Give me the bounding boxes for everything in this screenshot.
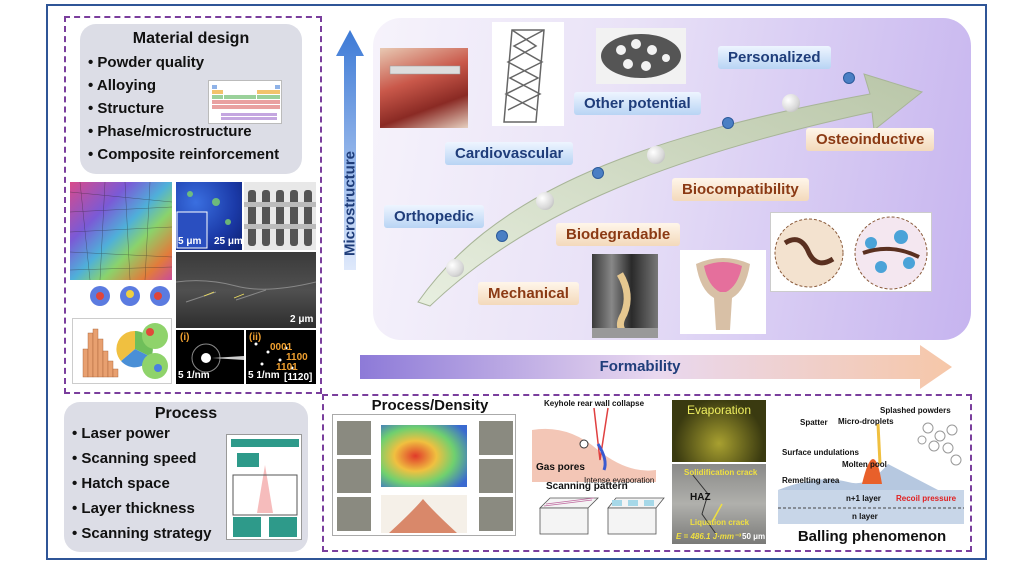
process-density-title: Process/Density [371,397,489,414]
microstructure-axis-arrow [336,30,364,270]
histology-image [770,212,932,292]
formability-axis-arrow [360,345,952,389]
sem-image [176,252,316,328]
material-region [64,16,322,394]
scanning-pattern-label: Scanning pattern [546,481,628,492]
balling-diagram [778,404,964,524]
scale-bar-label: 5 1/nm [178,370,210,381]
evaporation-image [672,400,766,462]
scanning-pattern-diagram [536,494,666,538]
process-item: Scanning strategy [72,525,211,542]
evaporation-title: Evaporation [686,403,752,417]
milestone-dot [496,230,508,242]
micro-droplets-label: Micro-droplets [838,417,894,426]
balling-title: Balling phenomenon [797,528,947,545]
application-personalized: Personalized [718,46,831,69]
material-item: Powder quality [88,54,204,71]
porous-scaffold-image [596,28,686,84]
surface-undulations-label: Surface undulations [782,448,859,457]
process-density-region [322,394,972,552]
panel-label: (ii) [249,332,262,343]
phase-map-image [140,322,170,380]
process-item: Layer thickness [72,500,194,517]
panel-label: (i) [180,332,190,343]
scale-bar-label: 25 μm [214,236,243,247]
diffraction-index: 1100 [286,352,308,363]
milestone-marker [446,259,464,277]
milestone-marker [536,192,554,210]
application-cardiovascular: Cardiovascular [445,142,574,165]
process-item: Hatch space [72,475,169,492]
property-mechanical: Mechanical [478,282,579,305]
pole-figure-image [72,284,172,308]
milestone-marker [782,94,800,112]
n-layer-label: n layer [852,512,878,521]
solidification-crack-label: Solidification crack [684,468,758,477]
diffraction-pattern-ii-image [246,330,316,384]
crack-micrograph [672,464,766,544]
ebsd-map-image [70,182,172,280]
molten-pool-label: Molten pool [842,460,887,469]
keyhole-label: Keyhole rear wall collapse [544,399,645,408]
remelting-area-label: Remelting area [782,476,840,485]
gas-pores-label: Gas pores [536,462,585,473]
n-plus-1-layer-label: n+1 layer [846,494,881,503]
diffraction-index: 1101 [276,362,298,373]
milestone-dot [843,72,855,84]
scale-bar-label: 50 μm [742,532,766,541]
application-progress-arrow [417,73,924,307]
material-item: Structure [88,100,164,117]
stent-image [492,22,564,126]
scale-bar-label: 2 μm [290,314,314,325]
density-map-panel [332,414,516,536]
periodic-table-image [208,80,282,124]
bone-implant-image [680,250,766,334]
milestone-dot [722,117,734,129]
process-item: Laser power [72,425,169,442]
material-item: Phase/microstructure [88,123,251,140]
process-item: Scanning speed [72,450,196,467]
property-osteoinductive: Osteoinductive [806,128,935,151]
diffraction-index: [1120] [284,372,313,383]
recoil-pressure-label: Recoil pressure [896,494,957,503]
lattice-structure-image [244,182,316,250]
scale-bar-label: 5 1/nm [248,370,280,381]
material-item: Composite reinforcement [88,146,279,163]
surgery-photo [380,48,468,128]
diffraction-pattern-i-image [176,330,244,384]
application-other-potential: Other potential [574,92,701,115]
milestone-marker [647,146,665,164]
property-biodegradable: Biodegradable [556,223,681,246]
keyhole-diagram [528,400,660,482]
property-biocompatibility: Biocompatibility [672,178,809,201]
lpbf-machine-diagram [226,434,302,540]
liquation-crack-label: Liquation crack [690,518,750,527]
compression-test-image [592,254,658,338]
diffraction-index: 0001 [270,342,293,353]
process-title: Process [154,405,218,422]
energy-density-label: E = 486.1 J·mm⁻³ [676,532,741,541]
evaporation-label: Intense evaporation [584,476,655,485]
formability-axis-label: Formability [599,358,681,375]
application-orthopedic: Orthopedic [384,205,485,228]
material-title: Material design [132,30,250,47]
microstructure-axis-label: Microstructure [341,150,359,257]
scale-bar-label: 5 μm [178,236,202,247]
ebsd-blue-image [176,182,242,250]
milestone-dot [592,167,604,179]
material-item: Alloying [88,77,156,94]
haz-label: HAZ [690,492,711,503]
splashed-powders-label: Splashed powders [880,406,951,415]
spatter-label: Spatter [800,418,828,427]
